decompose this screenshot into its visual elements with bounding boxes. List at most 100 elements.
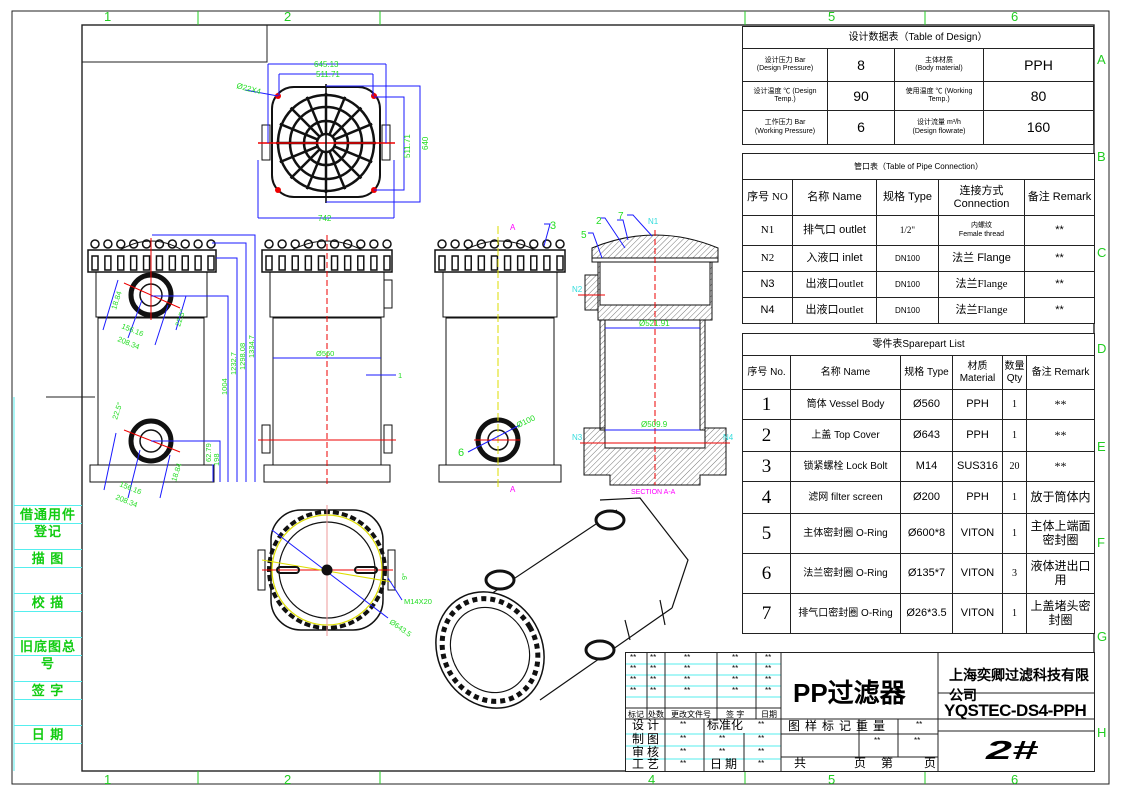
grid-col-label: 1 [104, 9, 112, 24]
section-view: 2 7 5 N1 N2 N3 N4 Ø521.91 Ø509.9 SECTION… [572, 211, 734, 496]
cell-name: 上盖 Top Cover [790, 419, 901, 452]
pipe-connection-table: 管口表（Table of Pipe Connection） 序号 NO 名称 N… [741, 153, 1096, 324]
param-label: 主体材质 [924, 56, 953, 64]
left-strip-cell: 描 图 [14, 549, 82, 568]
lock-bolt [116, 239, 126, 249]
cell-type: DN100 [876, 245, 939, 272]
front-view: 18.84 156.16 208.34 22.5° 1004 1232.7 12… [87, 234, 256, 510]
revision-placeholder: ** [630, 664, 637, 673]
cell-remark: ** [1023, 245, 1096, 272]
placeholder-value: ** [719, 747, 726, 756]
bolt-body [530, 255, 538, 271]
rib [331, 106, 363, 138]
column-header: 规格 Type [900, 355, 953, 390]
revision-placeholder: ** [684, 686, 691, 695]
outer-frame [11, 10, 1110, 785]
bolt-body [129, 255, 138, 271]
placeholder-value: ** [758, 720, 765, 729]
table-row: N2 入液口 inlet DN100 法兰 Flange ** [742, 245, 1096, 272]
column-header: 材质 Material [952, 355, 1003, 390]
cell-type: Ø26*3.5 [900, 593, 953, 634]
dim-text: 18.84 [109, 290, 123, 311]
dim-text: 9° [400, 573, 409, 580]
rev-header: 签 字 [726, 710, 745, 719]
dim-text: Ø100 [515, 413, 537, 430]
bolt-body [142, 255, 151, 271]
left-strip-cell: 日 期 [14, 725, 82, 744]
cell-remark: ** [1025, 451, 1096, 482]
bolt-body [181, 255, 189, 271]
dim-text: 640 [421, 136, 430, 150]
rev-header: 标记 [628, 710, 644, 719]
column-header: 序号 No. [742, 355, 791, 390]
cell-name: 入液口 inlet [792, 245, 877, 272]
cell-type: Ø200 [900, 481, 953, 514]
bolt-body [207, 255, 215, 271]
pipe-table-title: 管口表（Table of Pipe Connection） [741, 153, 1096, 180]
nozzle-label: N4 [723, 433, 734, 442]
cell-material: PPH [952, 389, 1003, 420]
cell-no: 5 [742, 513, 791, 554]
bolt-body [168, 255, 177, 271]
cell-type: Ø560 [900, 389, 953, 420]
param-value: 8 [827, 48, 895, 82]
column-header: 规格 Type [876, 179, 939, 216]
lock-bolt [382, 239, 392, 249]
cell-type: DN100 [876, 271, 939, 298]
cell-remark: 放于筒体内 [1025, 481, 1096, 514]
bolt-body [155, 255, 164, 271]
cell-remark: 液体进出口用 [1025, 553, 1096, 594]
grid-col-label: 6 [1011, 772, 1019, 787]
grid-col-label: 5 [828, 772, 836, 787]
cell-type: Ø135*7 [900, 553, 953, 594]
dim-text: 1004 [220, 378, 229, 395]
cell-type: DN100 [876, 297, 939, 324]
table-row: N4 出液口outlet DN100 法兰Flange ** [742, 297, 1096, 324]
bolt-body [503, 255, 512, 271]
cell-name: 出液口outlet [792, 271, 877, 298]
grid-row-label: F [1097, 535, 1105, 550]
dim-text: Ø643.5 [388, 617, 413, 638]
bolt-body [91, 255, 99, 271]
placeholder-value: ** [680, 734, 687, 743]
design-table: 设计数据表（Table of Design） 设计压力 Bar(Design P… [742, 26, 1095, 145]
pages-total-label: 共 [794, 756, 807, 770]
grid-col-label: 1 [104, 772, 112, 787]
dim-text: Ø509.9 [641, 420, 668, 429]
bolt-body [278, 255, 286, 271]
rib [331, 148, 363, 180]
lock-bolt [277, 239, 287, 249]
rib [305, 150, 324, 190]
title-block-grid [626, 653, 1094, 771]
cell-no: 2 [742, 419, 791, 452]
grid-row-label: A [1097, 52, 1106, 67]
cell-type: 1/2" [876, 215, 939, 246]
lock-bolt [90, 239, 100, 249]
date-label: 日 期 [710, 757, 738, 771]
model-number: YQSTEC-DS4-PPH [944, 701, 1087, 720]
rib [328, 96, 347, 136]
param-label: 使用温度 ℃ (Working [905, 87, 973, 95]
cell-remark: 主体上端面密封圈 [1025, 513, 1096, 554]
cell-no: 3 [742, 451, 791, 482]
dim-text: 1298.08 [238, 343, 247, 370]
rib [289, 106, 321, 138]
cell-name: 排气口 outlet [792, 215, 877, 246]
cell-qty: 20 [1002, 451, 1027, 482]
dim-text: 208.34 [114, 493, 139, 510]
lock-bolt [316, 239, 327, 249]
bolt-body [317, 255, 326, 271]
dim-text: M14X20 [404, 597, 432, 606]
cell-remark: ** [1023, 297, 1096, 324]
grid-col-label: 5 [828, 9, 836, 24]
grid-ticks [197, 11, 926, 784]
drawing-number: 2# [986, 735, 1039, 765]
bolt-body [194, 255, 202, 271]
nozzle-label: N2 [572, 285, 583, 294]
page-suffix-label: 页 [924, 756, 937, 770]
section-marker: A [510, 485, 516, 494]
